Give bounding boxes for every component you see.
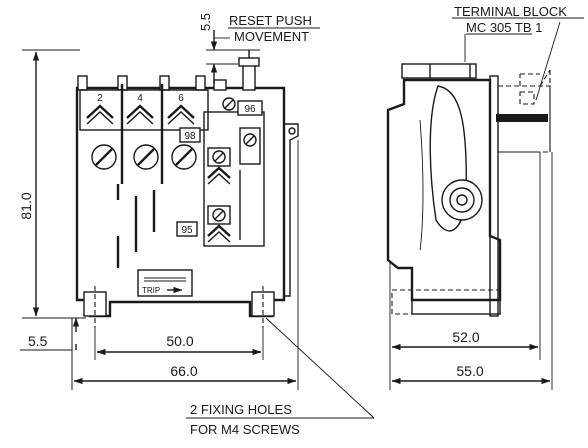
terminal-arrow-4 [126, 104, 154, 125]
right-bracket [284, 123, 299, 297]
setting-dial-outer [441, 179, 483, 221]
base-offset-label: 5.5 [28, 333, 48, 349]
terminal-label-4: 4 [137, 93, 143, 104]
aux-contact-block [203, 111, 265, 247]
aux-terminal-icon [207, 127, 261, 243]
side-depth-inner-label: 52.0 [452, 329, 479, 345]
terminal-arrow-2 [86, 104, 114, 125]
setting-dial-inner [449, 187, 475, 213]
hole-spacing-label: 50.0 [166, 333, 193, 349]
aux-label-96: 96 [244, 104, 256, 115]
body-slots [116, 84, 164, 268]
fixing-holes-label: 2 FIXING HOLES [190, 402, 292, 417]
movement-label-text: MOVEMENT [234, 29, 309, 44]
side-view [386, 63, 551, 317]
terminal-wire [496, 114, 548, 122]
height-dimension-label: 81.0 [18, 192, 34, 219]
adjustment-screw-icon [222, 97, 236, 111]
side-base-dashed [391, 289, 501, 315]
trip-lever [429, 85, 467, 232]
front-width-label: 66.0 [170, 363, 197, 379]
reset-push-button [213, 50, 260, 91]
aux-label-95: 95 [181, 225, 193, 236]
terminal-label-2: 2 [97, 93, 103, 104]
aux-label-98: 98 [184, 131, 196, 142]
terminal-block-label: TERMINAL BLOCK [454, 4, 567, 19]
side-top-cap [401, 63, 477, 79]
aux-label-box-96 [237, 100, 263, 116]
front-view: 2 4 6 96 98 95 [75, 50, 299, 328]
terminal-block-model-label: MC 305 TB 1 [466, 20, 542, 35]
terminal-label-6: 6 [178, 93, 184, 104]
aux-label-box-98 [179, 127, 201, 143]
side-base-foot [411, 299, 501, 315]
reset-travel-label: 5.5 [198, 13, 213, 31]
side-mounting-plate [489, 75, 499, 317]
aux-label-box-95 [176, 221, 198, 237]
trip-window [137, 269, 193, 297]
front-body-outline [75, 86, 286, 318]
side-depth-outer-label: 55.0 [456, 363, 483, 379]
reset-push-label: RESET PUSH [229, 13, 312, 28]
trip-label: TRIP [142, 286, 160, 295]
fixing-holes-screw-label: FOR M4 SCREWS [190, 422, 300, 437]
terminal-arrow-6 [167, 104, 195, 125]
screw-icon [91, 144, 197, 170]
terminal-fins [77, 75, 206, 91]
top-terminal-strip [79, 89, 209, 131]
dimension-lines: 81.0 5.5 RESET PUSH MOVEMENT 5.5 50.0 66… [18, 4, 584, 437]
